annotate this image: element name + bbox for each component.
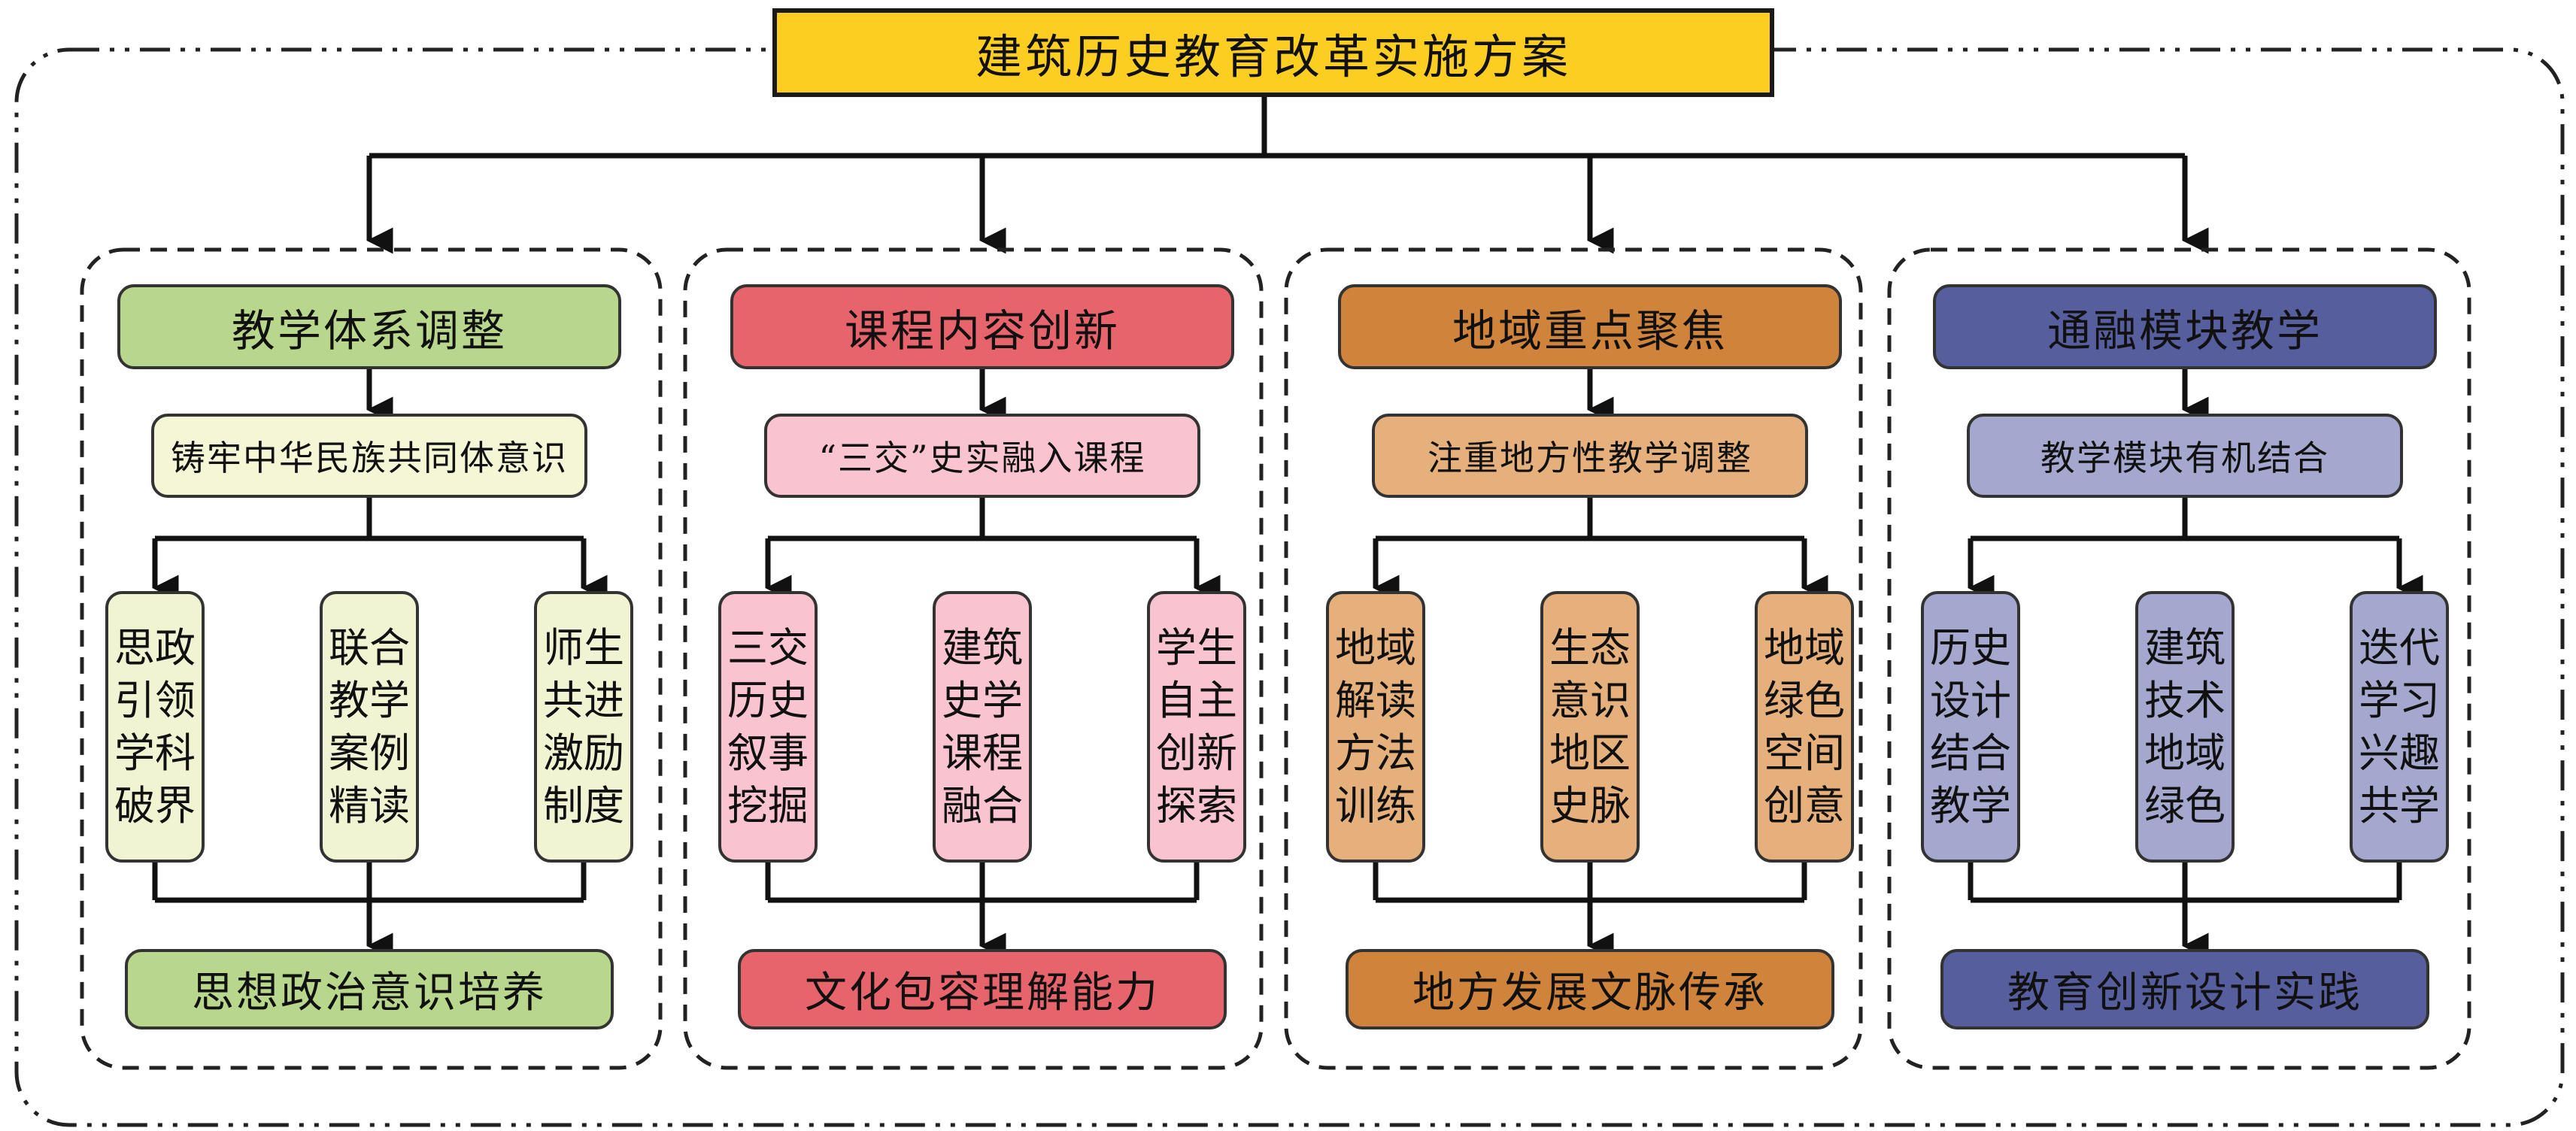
leaf-box-text: 建筑技术地域绿色 <box>2144 623 2226 829</box>
leaf-box: 师生共进激励制度 <box>534 591 633 863</box>
column-header-text: 课程内容创新 <box>844 305 1120 356</box>
column-middle: 注重地方性教学调整 <box>1372 414 1808 498</box>
column-outcome: 文化包容理解能力 <box>738 949 1227 1029</box>
leaf-box: 生态意识地区史脉 <box>1540 591 1640 863</box>
column-header: 教学体系调整 <box>117 284 621 369</box>
leaf-box-text: 迭代学习兴趣共学 <box>2359 623 2440 829</box>
column-middle: 铸牢中华民族共同体意识 <box>151 414 587 498</box>
column-middle-text: “三交”史实融入课程 <box>818 438 1146 478</box>
column-header-text: 通融模块教学 <box>2047 305 2323 356</box>
column-middle-text: 教学模块有机结合 <box>2040 438 2329 478</box>
leaf-box: 迭代学习兴趣共学 <box>2350 591 2449 863</box>
column-frame <box>1284 247 1863 1070</box>
leaf-box: 联合教学案例精读 <box>320 591 419 863</box>
column-outcome-text: 教育创新设计实践 <box>2007 969 2362 1017</box>
column-frame <box>683 247 1264 1070</box>
diagram-title: 建筑历史教育改革实施方案 <box>772 8 1774 97</box>
leaf-box-text: 联合教学案例精读 <box>329 623 410 829</box>
column-middle: “三交”史实融入课程 <box>764 414 1200 498</box>
column-header: 课程内容创新 <box>730 284 1234 369</box>
leaf-box-text: 学生自主创新探索 <box>1156 623 1237 829</box>
column-frame <box>1887 247 2471 1070</box>
leaf-box: 学生自主创新探索 <box>1147 591 1246 863</box>
leaf-box: 地域解读方法训练 <box>1326 591 1425 863</box>
column-header-text: 地域重点聚焦 <box>1452 305 1728 356</box>
leaf-box-text: 生态意识地区史脉 <box>1549 623 1631 829</box>
column-outcome: 教育创新设计实践 <box>1940 949 2429 1029</box>
leaf-box: 思政引领学科破界 <box>105 591 205 863</box>
leaf-box: 历史设计结合教学 <box>1921 591 2020 863</box>
column-header: 通融模块教学 <box>1933 284 2437 369</box>
title-text: 建筑历史教育改革实施方案 <box>975 29 1571 84</box>
leaf-box: 建筑技术地域绿色 <box>2135 591 2235 863</box>
leaf-box: 建筑史学课程融合 <box>933 591 1032 863</box>
column-outcome: 思想政治意识培养 <box>125 949 614 1029</box>
column-outcome-text: 地方发展文脉传承 <box>1412 969 1767 1017</box>
column-middle: 教学模块有机结合 <box>1967 414 2403 498</box>
leaf-box-text: 思政引领学科破界 <box>114 623 196 829</box>
column-outcome-text: 思想政治意识培养 <box>192 969 547 1017</box>
leaf-box-text: 地域解读方法训练 <box>1335 623 1416 829</box>
leaf-box-text: 历史设计结合教学 <box>1930 623 2011 829</box>
column-middle-text: 铸牢中华民族共同体意识 <box>171 438 568 478</box>
column-frame <box>80 247 663 1070</box>
leaf-box-text: 三交历史叙事挖掘 <box>727 623 809 829</box>
column-outcome-text: 文化包容理解能力 <box>805 969 1160 1017</box>
leaf-box: 地域绿色空间创意 <box>1755 591 1854 863</box>
column-outcome: 地方发展文脉传承 <box>1346 949 1834 1029</box>
column-header-text: 教学体系调整 <box>231 305 507 356</box>
leaf-box-text: 师生共进激励制度 <box>543 623 624 829</box>
leaf-box: 三交历史叙事挖掘 <box>718 591 818 863</box>
column-header: 地域重点聚焦 <box>1338 284 1842 369</box>
column-middle-text: 注重地方性教学调整 <box>1428 438 1752 478</box>
leaf-box-text: 建筑史学课程融合 <box>942 623 1023 829</box>
leaf-box-text: 地域绿色空间创意 <box>1764 623 1845 829</box>
